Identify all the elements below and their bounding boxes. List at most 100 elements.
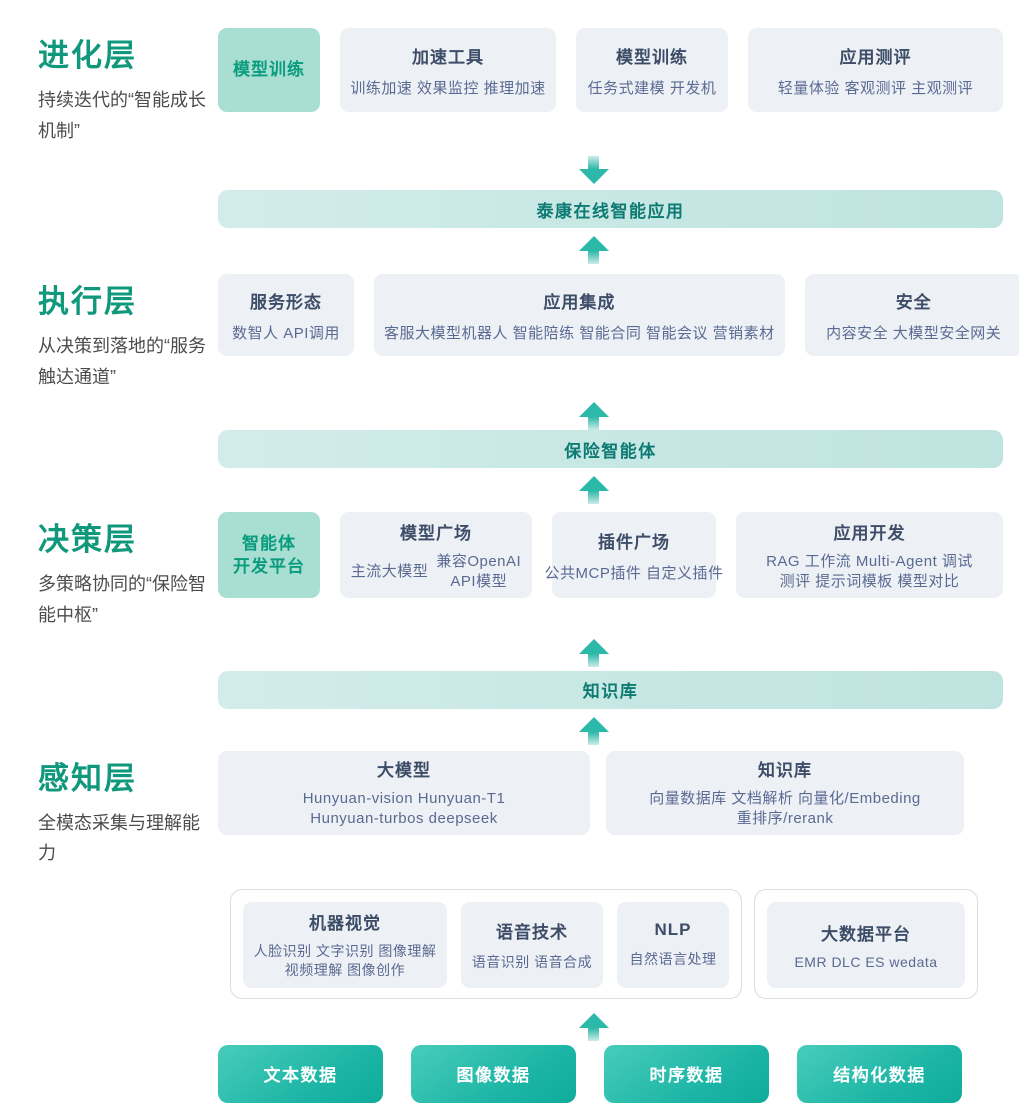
box-app-development-sub1: RAG 工作流 Multi-Agent 调试 bbox=[766, 552, 973, 570]
box-speech-tech-sub: 语音识别 语音合成 bbox=[471, 953, 593, 970]
box-agent-dev-platform: 智能体 开发平台 bbox=[218, 512, 320, 599]
box-large-models-sub2: Hunyuan-turbos deepseek bbox=[310, 810, 498, 828]
box-app-development-sub2: 测评 提示词模板 模型对比 bbox=[779, 572, 960, 590]
box-acceleration-tools-title: 加速工具 bbox=[412, 47, 484, 67]
box-large-models-sub1: Hunyuan-vision Hunyuan-T1 bbox=[302, 789, 506, 807]
box-security: 安全 内容安全 大模型安全网关 bbox=[804, 274, 1019, 357]
agent-bar-band: 保险智能体 bbox=[0, 430, 1019, 469]
box-knowledge-base-title: 知识库 bbox=[758, 760, 812, 780]
box-speech-tech: 语音技术 语音识别 语音合成 bbox=[461, 901, 603, 988]
layer-title-decision: 决策层 bbox=[38, 522, 137, 558]
box-acceleration-tools: 加速工具 训练加速 效果监控 推理加速 bbox=[340, 28, 556, 112]
box-nlp: NLP 自然语言处理 bbox=[617, 901, 729, 988]
box-service-forms-title: 服务形态 bbox=[250, 292, 322, 312]
box-agent-dev-platform-line1: 智能体 bbox=[242, 533, 296, 553]
ai-capabilities-container: 机器视觉 人脸识别 文字识别 图像理解 视频理解 图像创作 语音技术 语音识别 … bbox=[230, 888, 742, 999]
arrow-down-icon bbox=[578, 156, 609, 185]
arrow-up-icon bbox=[578, 476, 609, 505]
arrow-band-2 bbox=[0, 236, 1019, 265]
box-plugin-square-sub: 公共MCP插件 自定义插件 bbox=[544, 564, 724, 582]
box-plugin-square-title: 插件广场 bbox=[598, 532, 670, 552]
arrow-up-icon bbox=[578, 402, 609, 431]
box-model-training-accent-label: 模型训练 bbox=[233, 60, 305, 80]
box-acceleration-tools-sub: 训练加速 效果监控 推理加速 bbox=[350, 79, 546, 97]
box-model-training-title: 模型训练 bbox=[616, 47, 688, 67]
box-service-forms-sub: 数智人 API调用 bbox=[232, 324, 340, 342]
arrow-band-3 bbox=[0, 402, 1019, 431]
box-model-square-title: 模型广场 bbox=[400, 523, 472, 543]
perception-layer-label: 感知层 全模态采集与理解能力 bbox=[0, 751, 218, 869]
box-app-integration: 应用集成 客服大模型机器人 智能陪练 智能合同 智能会议 营销素材 bbox=[374, 274, 785, 357]
box-app-evaluation: 应用测评 轻量体验 客观测评 主观测评 bbox=[748, 28, 1003, 112]
taikang-app-bar: 泰康在线智能应用 bbox=[218, 190, 1003, 229]
box-model-training: 模型训练 任务式建模 开发机 bbox=[576, 28, 728, 112]
execution-layer-label: 执行层 从决策到落地的“服务触达通道” bbox=[0, 274, 218, 392]
box-plugin-square: 插件广场 公共MCP插件 自定义插件 bbox=[545, 512, 723, 599]
box-computer-vision-sub2: 视频理解 图像创作 bbox=[284, 962, 406, 979]
box-nlp-title: NLP bbox=[654, 920, 692, 940]
box-bigdata-platform: 大数据平台 EMR DLC ES wedata bbox=[767, 901, 965, 988]
layer-desc-perception: 全模态采集与理解能力 bbox=[38, 812, 200, 864]
box-model-square-sub-a: 主流大模型 bbox=[350, 562, 429, 580]
box-bigdata-platform-title: 大数据平台 bbox=[821, 924, 911, 944]
box-nlp-sub: 自然语言处理 bbox=[629, 951, 717, 968]
data-box-text: 文本数据 bbox=[218, 1044, 383, 1103]
layer-desc-decision: 多策略协同的“保险智能中枢” bbox=[38, 574, 206, 625]
box-security-sub: 内容安全 大模型安全网关 bbox=[826, 324, 1002, 342]
box-knowledge-base-sub2: 重排序/rerank bbox=[736, 810, 834, 828]
arrow-up-icon bbox=[578, 1012, 609, 1041]
box-app-integration-sub: 客服大模型机器人 智能陪练 智能合同 智能会议 营销素材 bbox=[384, 324, 775, 342]
arrow-band-7 bbox=[0, 1012, 1019, 1041]
perception-layer-band: 感知层 全模态采集与理解能力 大模型 Hunyuan-vision Hunyua… bbox=[0, 750, 1019, 869]
box-bigdata-platform-sub: EMR DLC ES wedata bbox=[794, 953, 938, 970]
box-model-square: 模型广场 主流大模型 兼容OpenAI API模型 bbox=[340, 512, 532, 599]
knowledge-base-bar: 知识库 bbox=[218, 670, 1003, 709]
evolution-layer-band: 进化层 持续迭代的“智能成长机制” 模型训练 加速工具 训练加速 效果监控 推理… bbox=[0, 28, 1019, 146]
arrow-band-1 bbox=[0, 156, 1019, 185]
box-agent-dev-platform-line2: 开发平台 bbox=[233, 557, 305, 577]
layer-desc-evolution: 持续迭代的“智能成长机制” bbox=[38, 90, 206, 141]
box-model-training-accent: 模型训练 bbox=[218, 28, 320, 112]
box-service-forms: 服务形态 数智人 API调用 bbox=[218, 274, 354, 357]
layer-title-perception: 感知层 bbox=[38, 760, 137, 796]
box-app-development-title: 应用开发 bbox=[833, 523, 906, 543]
data-box-structured: 结构化数据 bbox=[797, 1044, 962, 1103]
box-app-development: 应用开发 RAG 工作流 Multi-Agent 调试 测评 提示词模板 模型对… bbox=[736, 512, 1003, 599]
box-security-title: 安全 bbox=[895, 292, 932, 312]
decision-layer-band: 决策层 多策略协同的“保险智能中枢” 智能体 开发平台 模型广场 主流大模型 兼… bbox=[0, 512, 1019, 630]
bigdata-container: 大数据平台 EMR DLC ES wedata bbox=[754, 888, 978, 999]
arrow-up-icon bbox=[578, 236, 609, 265]
box-large-models-title: 大模型 bbox=[377, 760, 431, 780]
ai-architecture-diagram: 进化层 持续迭代的“智能成长机制” 模型训练 加速工具 训练加速 效果监控 推理… bbox=[0, 28, 1019, 1103]
box-model-training-sub: 任务式建模 开发机 bbox=[587, 79, 717, 97]
arrow-up-icon bbox=[578, 716, 609, 745]
box-computer-vision-title: 机器视觉 bbox=[309, 914, 381, 934]
box-large-models: 大模型 Hunyuan-vision Hunyuan-T1 Hunyuan-tu… bbox=[218, 750, 590, 835]
layer-title-evolution: 进化层 bbox=[38, 38, 137, 73]
app-bar-band: 泰康在线智能应用 bbox=[0, 190, 1019, 229]
execution-layer-band: 执行层 从决策到落地的“服务触达通道” 服务形态 数智人 API调用 应用集成 … bbox=[0, 274, 1019, 392]
decision-layer-label: 决策层 多策略协同的“保险智能中枢” bbox=[0, 512, 218, 630]
box-app-evaluation-title: 应用测评 bbox=[839, 47, 912, 67]
box-model-square-sub-b1: 兼容OpenAI bbox=[436, 552, 522, 570]
arrow-band-4 bbox=[0, 476, 1019, 505]
evolution-layer-label: 进化层 持续迭代的“智能成长机制” bbox=[0, 28, 218, 146]
kb-bar-band: 知识库 bbox=[0, 670, 1019, 709]
data-box-timeseries: 时序数据 bbox=[604, 1044, 769, 1103]
perception-containers-band: 机器视觉 人脸识别 文字识别 图像理解 视频理解 图像创作 语音技术 语音识别 … bbox=[0, 888, 1019, 999]
box-speech-tech-title: 语音技术 bbox=[496, 922, 568, 942]
box-app-integration-title: 应用集成 bbox=[543, 292, 616, 312]
box-knowledge-base: 知识库 向量数据库 文档解析 向量化/Embeding 重排序/rerank bbox=[606, 750, 964, 835]
box-computer-vision: 机器视觉 人脸识别 文字识别 图像理解 视频理解 图像创作 bbox=[243, 901, 447, 988]
box-model-square-sub-b2: API模型 bbox=[450, 572, 508, 590]
data-sources-band: 文本数据 图像数据 时序数据 结构化数据 bbox=[0, 1044, 1019, 1103]
arrow-band-5 bbox=[0, 638, 1019, 667]
layer-title-execution: 执行层 bbox=[38, 284, 137, 320]
insurance-agent-bar: 保险智能体 bbox=[218, 430, 1003, 469]
box-knowledge-base-sub1: 向量数据库 文档解析 向量化/Embeding bbox=[649, 789, 921, 807]
arrow-band-6 bbox=[0, 716, 1019, 745]
box-computer-vision-sub1: 人脸识别 文字识别 图像理解 bbox=[253, 943, 437, 960]
arrow-up-icon bbox=[578, 638, 609, 667]
box-app-evaluation-sub: 轻量体验 客观测评 主观测评 bbox=[777, 79, 974, 97]
data-box-image: 图像数据 bbox=[411, 1044, 576, 1103]
